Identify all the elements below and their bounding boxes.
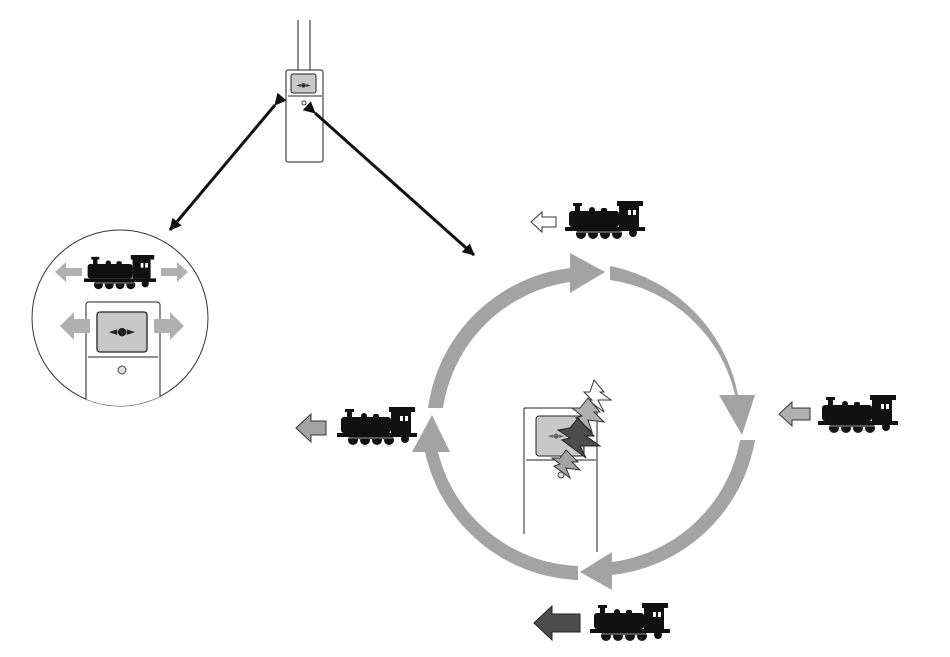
state-top xyxy=(531,201,645,239)
direction-arrow-light xyxy=(779,402,810,426)
button-symbol: ◄●► xyxy=(296,82,311,89)
locomotive xyxy=(818,395,898,433)
locomotive xyxy=(565,201,645,239)
cycle-arrow-4 xyxy=(428,253,605,408)
indicator-led xyxy=(302,101,306,105)
relation-arrow-left xyxy=(170,105,275,230)
state-bottom xyxy=(534,603,670,641)
direction-arrow-outline xyxy=(531,212,556,232)
detail-button-symbol: ◄●► xyxy=(109,325,136,338)
state-right xyxy=(779,395,898,433)
direction-arrow-dark xyxy=(534,606,580,640)
locomotive xyxy=(590,603,670,641)
center-controller: ◄●► xyxy=(524,380,611,552)
top-controller: ◄●► xyxy=(286,20,323,162)
cycle-arrow-1 xyxy=(610,266,755,435)
locomotive xyxy=(337,407,417,445)
detail-view: ◄●► xyxy=(32,230,208,432)
relation-arrow-right xyxy=(315,113,474,255)
state-left xyxy=(296,407,417,445)
cycle-arrow-2 xyxy=(580,440,755,590)
detail-led xyxy=(118,366,126,374)
direction-arrow-medium xyxy=(296,414,326,442)
